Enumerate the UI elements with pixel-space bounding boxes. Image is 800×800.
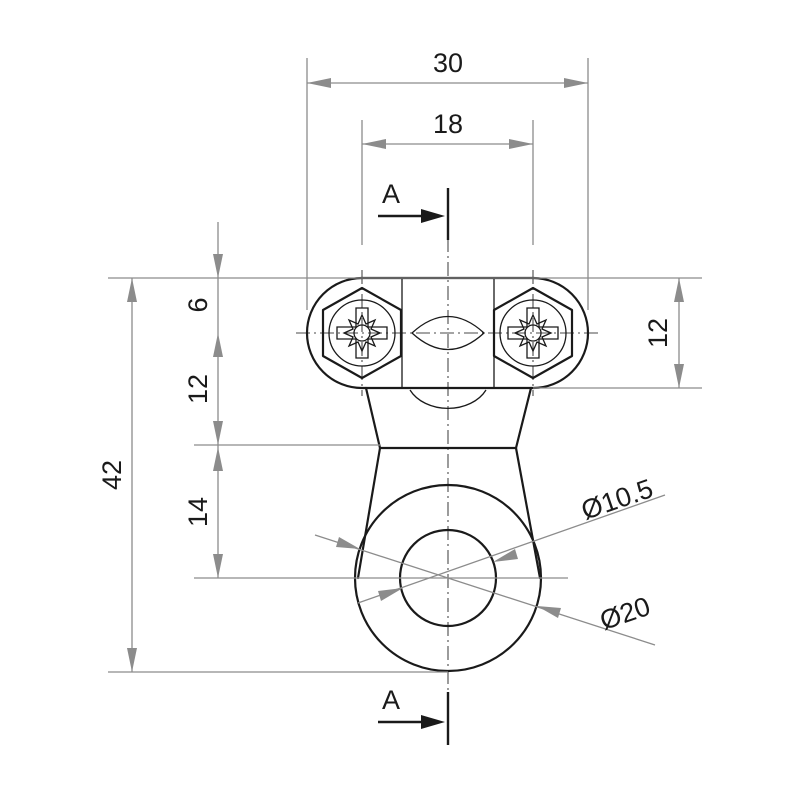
- arrowhead-icon: [537, 606, 561, 618]
- eye-ring-sides: [356, 446, 542, 580]
- dimension-chain-left: 6 12 14: [108, 222, 702, 673]
- arrowhead-icon: [307, 78, 331, 88]
- section-label-bottom: A: [382, 685, 400, 715]
- right-screw-washer: [499, 299, 567, 367]
- right-screw: [492, 286, 574, 380]
- arrowhead-icon: [213, 333, 223, 357]
- right-screw-hex-icon: [492, 286, 574, 380]
- section-arrow-icon: [421, 715, 445, 729]
- arrowhead-icon: [674, 364, 684, 388]
- right-screw-star-icon: [513, 313, 553, 353]
- left-screw-core: [353, 324, 371, 342]
- shaft-lower-arc: [409, 389, 487, 410]
- arrowhead-icon: [213, 254, 223, 278]
- dimension-label-18: 18: [433, 109, 463, 139]
- shaft-section: [411, 315, 485, 351]
- dimension-12-right: 12: [533, 278, 702, 389]
- section-mark-top: A: [378, 179, 450, 240]
- dimension-label-6: 6: [183, 297, 213, 312]
- leader-line: [314, 534, 656, 646]
- dimension-label-12-right: 12: [643, 318, 673, 348]
- arrowhead-icon: [336, 537, 360, 549]
- arrowhead-icon: [127, 648, 137, 672]
- arrowhead-icon: [564, 78, 588, 88]
- leader-line: [357, 494, 666, 604]
- section-mark-bottom: A: [378, 685, 450, 745]
- dimension-label-42: 42: [97, 460, 127, 490]
- left-screw-washer: [328, 299, 396, 367]
- left-screw-hex-icon: [321, 286, 403, 380]
- dimension-label-diameter-10-5: Ø10.5: [577, 473, 656, 525]
- dimension-diameter-10-5: Ø10.5: [357, 473, 666, 604]
- dimension-30: 30: [306, 48, 589, 310]
- left-screw: [321, 286, 403, 380]
- arrowhead-icon: [213, 447, 223, 471]
- dimension-label-30: 30: [433, 48, 463, 78]
- dimension-label-diameter-20: Ø20: [596, 591, 654, 636]
- dimension-diameter-20: Ø20: [314, 534, 656, 646]
- dimension-label-12-left: 12: [183, 374, 213, 404]
- arrowhead-icon: [213, 554, 223, 578]
- dimension-18: 18: [361, 109, 534, 245]
- section-label-top: A: [382, 179, 400, 209]
- left-screw-star-icon: [342, 313, 382, 353]
- right-screw-core: [524, 324, 542, 342]
- dimension-label-14: 14: [183, 497, 213, 527]
- arrowhead-icon: [493, 549, 518, 562]
- arrowhead-icon: [674, 278, 684, 302]
- arrowhead-icon: [509, 139, 533, 149]
- arrowhead-icon: [378, 588, 403, 601]
- arrowhead-icon: [213, 421, 223, 445]
- arrowhead-icon: [127, 278, 137, 302]
- section-arrow-icon: [421, 209, 445, 223]
- arrowhead-icon: [362, 139, 386, 149]
- dimension-42: 42: [97, 278, 137, 672]
